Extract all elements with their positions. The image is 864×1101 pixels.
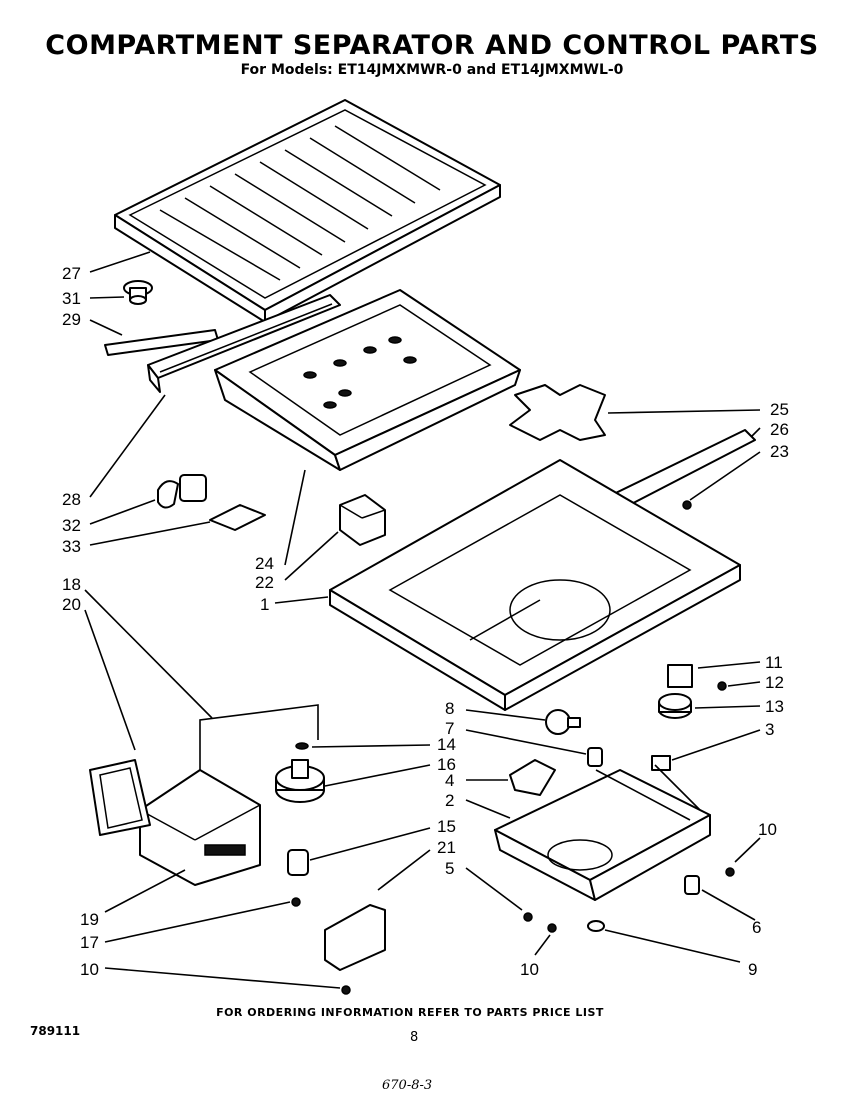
callout-1: 1 [260,595,269,614]
callout-33: 33 [62,537,81,556]
callout-32: 32 [62,516,81,535]
callout-labels: 27 31 29 28 32 33 24 22 18 20 19 17 10 2… [62,264,789,979]
diagram-title: COMPARTMENT SEPARATOR AND CONTROL PARTS [45,30,819,61]
part-knob-31 [123,280,153,305]
callout-12: 12 [765,673,784,692]
leader-lines [84,251,761,989]
part-base-pan-1 [329,459,741,711]
part-bracket-21 [324,904,386,971]
callout-11: 11 [765,653,783,672]
part-screw-23 [682,500,692,510]
callout-2: 2 [445,791,454,810]
part-component-11 [667,664,693,688]
part-screw-12 [717,681,727,691]
callout-4: 4 [445,771,454,790]
callout-21: 21 [437,838,456,857]
part-socket-7 [587,747,603,767]
callout-9: 9 [748,960,757,979]
callout-17: 17 [80,933,99,952]
part-insulation-25 [509,384,606,441]
callout-20: 20 [62,595,81,614]
part-lamp-housing-2 [494,769,711,901]
part-gasket-20 [89,759,151,836]
callout-6: 6 [752,918,761,937]
part-gear-13 [658,693,692,719]
part-washer-14 [295,742,309,750]
part-wire-18 [199,704,319,770]
callout-28: 28 [62,490,81,509]
part-separator-24 [214,289,521,471]
callout-8: 8 [445,699,454,718]
part-clip-32 [157,474,207,509]
part-knob-15 [287,849,309,876]
callout-10-bottom: 10 [520,960,539,979]
part-washer-9 [587,920,605,932]
part-switch-4 [509,759,556,796]
callout-10-right: 10 [758,820,777,839]
handwritten-note: 670-8-3 [382,1078,433,1093]
part-control-housing-19 [139,769,261,886]
part-screws [291,867,735,995]
part-shelf-top [114,99,501,323]
ordering-note: FOR ORDERING INFORMATION REFER TO PARTS … [216,1006,604,1019]
callout-27: 27 [62,264,81,283]
callout-23: 23 [770,442,789,461]
part-thermostat-16 [275,759,325,803]
callout-3: 3 [765,720,774,739]
callout-19: 19 [80,910,99,929]
callout-31: 31 [62,289,81,308]
callout-18: 18 [62,575,81,594]
part-block-22 [339,494,386,546]
part-knob-6 [684,875,700,895]
callout-16: 16 [437,755,456,774]
diagram-code: 789111 [30,1024,81,1038]
page-number: 8 [410,1030,419,1045]
part-lamp-8 [545,709,581,735]
callout-5: 5 [445,859,454,878]
callout-7: 7 [445,719,454,738]
callout-15: 15 [437,817,456,836]
callout-25: 25 [770,400,789,419]
part-rail-28 [147,294,341,393]
callout-14: 14 [437,735,456,754]
callout-13: 13 [765,697,784,716]
callout-29: 29 [62,310,81,329]
part-bracket-33 [209,504,266,531]
callout-22: 22 [255,573,274,592]
callout-10-left: 10 [80,960,99,979]
diagram-subtitle: For Models: ET14JMXMWR-0 and ET14JMXMWL-… [240,62,624,78]
part-switch-3 [651,755,671,771]
callout-26: 26 [770,420,789,439]
callout-24: 24 [255,554,274,573]
